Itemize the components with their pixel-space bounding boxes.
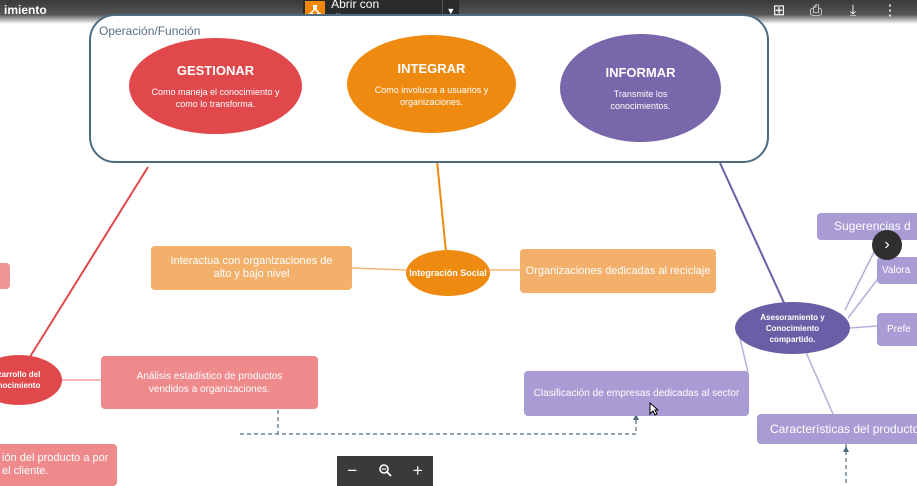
zoom-out-icon[interactable]: − (347, 461, 358, 480)
integrar-desc: Como involucra a usuarios y organizacion… (374, 84, 489, 107)
ion-producto-box[interactable]: ión del producto a por el cliente. (0, 444, 117, 486)
informar-title: INFORMAR (605, 64, 676, 80)
integrar-title: INTEGRAR (397, 60, 466, 76)
left-partial-box (0, 263, 10, 289)
informar-node[interactable]: INFORMAR Transmite los conocimientos. (560, 34, 721, 142)
zoom-controls: − + (337, 456, 433, 486)
prefe-box[interactable]: Prefe (877, 313, 917, 346)
print-icon[interactable]: ⎙ (809, 2, 822, 19)
asesoramiento-node[interactable]: Asesoramiento y Conocimiento compartido. (735, 302, 850, 354)
next-page-button[interactable]: › (872, 230, 902, 260)
org-reciclaje-box[interactable]: Organizaciones dedicadas al reciclaje (520, 249, 716, 293)
sugerencias-box[interactable]: Sugerencias d (817, 213, 917, 240)
more-options-icon[interactable]: ⋮ (882, 2, 898, 19)
download-icon[interactable]: ⤓ (849, 2, 857, 19)
add-comment-icon[interactable]: ⊞ (772, 2, 786, 19)
document-title: imiento (4, 3, 47, 17)
chevron-down-icon[interactable]: ▼ (441, 0, 459, 22)
frame-label: Operación/Función (99, 24, 201, 38)
integrar-node[interactable]: INTEGRAR Como involucra a usuarios y org… (347, 35, 516, 133)
interactua-box[interactable]: Interactua con organizaciones de alto y … (151, 246, 352, 290)
valora-box[interactable]: Valora (877, 257, 917, 284)
gestionar-desc: Como maneja el conocimiento y como lo tr… (151, 86, 280, 109)
integracion-social-node[interactable]: Integración Social (406, 250, 490, 296)
clasificacion-box[interactable]: Clasificación de empresas dedicadas al s… (524, 371, 749, 416)
informar-desc: Transmite los conocimientos. (610, 88, 671, 111)
caracteristicas-box[interactable]: Características del producto (757, 414, 917, 444)
chevron-right-icon: › (884, 236, 890, 253)
mouse-cursor-icon (649, 402, 659, 416)
zoom-reset-icon[interactable] (378, 463, 392, 480)
gestionar-node[interactable]: GESTIONAR Como maneja el conocimiento y … (129, 38, 302, 134)
zoom-in-icon[interactable]: + (412, 461, 423, 480)
gestionar-title: GESTIONAR (176, 62, 255, 78)
analisis-box[interactable]: Análisis estadístico de productos vendid… (101, 356, 318, 409)
